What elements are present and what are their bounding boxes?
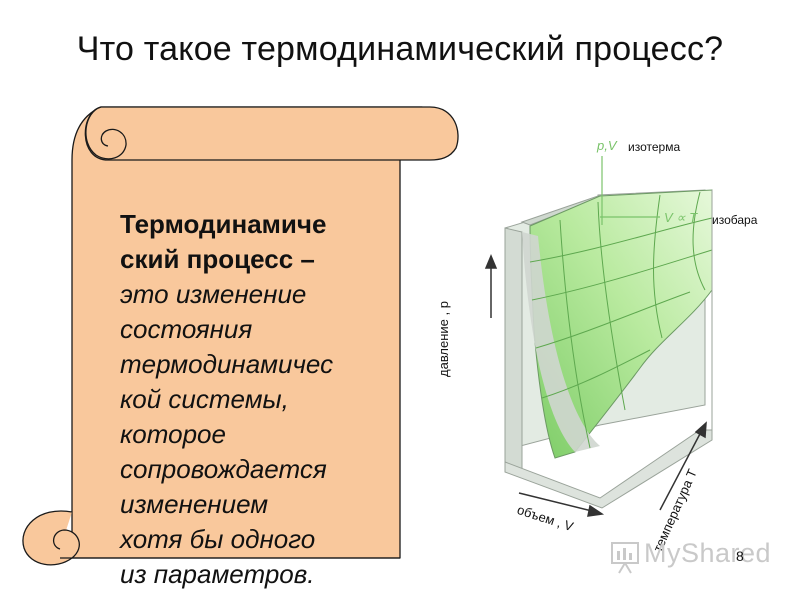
definition-term: Термодинамиче ский процесс – (120, 209, 327, 274)
surface-shadow (522, 232, 600, 452)
isotherm-label: изотерма (628, 140, 681, 154)
page-number: 8 (736, 548, 744, 564)
definition-body: это изменение состояния термодинамичес к… (120, 279, 334, 589)
volume-arrowhead (587, 504, 605, 517)
isotherm-formula: p,V (597, 138, 617, 153)
slide-title: Что такое термодинамический процесс? (76, 30, 724, 68)
pressure-arrowhead (484, 254, 498, 269)
scroll-bottom-curl (22, 510, 80, 566)
watermark-text: MyShared (644, 538, 772, 568)
surface-grid (529, 191, 713, 449)
presentation-board-icon (611, 542, 639, 574)
isobar-line (541, 349, 651, 399)
isotherm-line (597, 201, 626, 411)
isobar-line (535, 291, 691, 349)
axis-arrows (484, 254, 707, 517)
diagram-left-wall (504, 227, 523, 471)
isobar-line (531, 249, 713, 301)
isobar-label: изобара (712, 213, 758, 227)
isobar-formula: V ∝ T (664, 210, 698, 225)
temperature-axis-arrow (659, 429, 703, 511)
isobar-line (529, 217, 713, 263)
isotherm-line (559, 219, 591, 449)
definition-text: Термодинамиче ский процесс – это изменен… (120, 172, 380, 592)
pressure-axis-label: давление , p (436, 301, 451, 377)
volume-axis-arrow (518, 492, 597, 513)
scroll-top-curl (85, 106, 127, 160)
temperature-arrowhead (694, 421, 707, 439)
isotherm-line (692, 191, 706, 291)
isotherm-line (653, 194, 663, 339)
